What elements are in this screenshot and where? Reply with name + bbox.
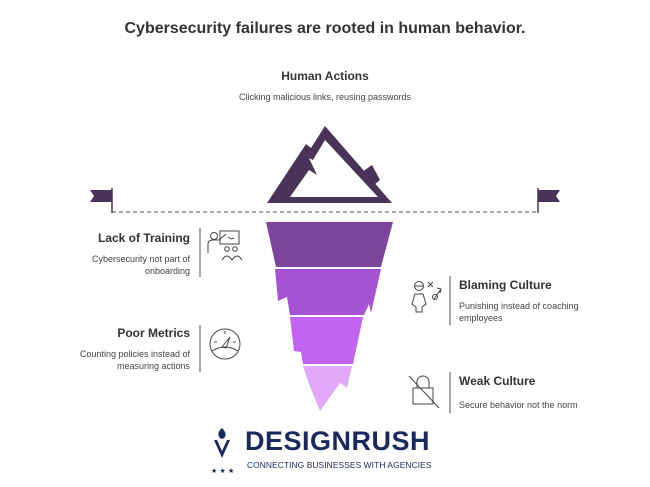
- weak-culture-label: Weak Culture: [459, 374, 536, 388]
- iceberg-layer-3: [290, 317, 363, 364]
- poor-metrics-label: Poor Metrics: [117, 326, 190, 340]
- blaming-culture-description: Punishing instead of coaching employees: [459, 301, 579, 323]
- poor-metrics-description: Counting policies instead of measuring a…: [79, 349, 190, 371]
- lack-of-training-label: Lack of Training: [97, 231, 190, 245]
- iceberg-layer-1: [266, 222, 393, 267]
- designrush-tagline: CONNECTING BUSINESSES WITH AGENCIES: [247, 460, 432, 470]
- human-actions-description: Clicking malicious links, reusing passwo…: [238, 92, 412, 102]
- weak-culture-description: Secure behavior not the norm: [459, 400, 578, 410]
- training-presentation-icon: [207, 230, 243, 261]
- left-flag-icon: [90, 188, 113, 213]
- diagram-title: Cybersecurity failures are rooted in hum…: [124, 20, 526, 37]
- lock-slash-icon: [408, 375, 440, 409]
- iceberg-layer-2: [275, 269, 381, 315]
- svg-text:★ ★ ★: ★ ★ ★: [211, 467, 234, 475]
- lack-of-training-description: Cybersecurity not part of onboarding: [91, 254, 190, 276]
- blaming-culture-label: Blaming Culture: [459, 278, 552, 292]
- designrush-logo-name: DESIGNRUSH: [245, 426, 431, 456]
- blame-strategy-icon: [411, 281, 442, 313]
- speedometer-icon: [209, 328, 241, 360]
- designrush-logo-icon: ★ ★ ★: [211, 428, 234, 475]
- right-flag-icon: [537, 188, 560, 213]
- human-actions-label: Human Actions: [281, 69, 369, 83]
- iceberg-layer-4: [303, 366, 352, 411]
- mountain-tip-icon: [267, 126, 392, 203]
